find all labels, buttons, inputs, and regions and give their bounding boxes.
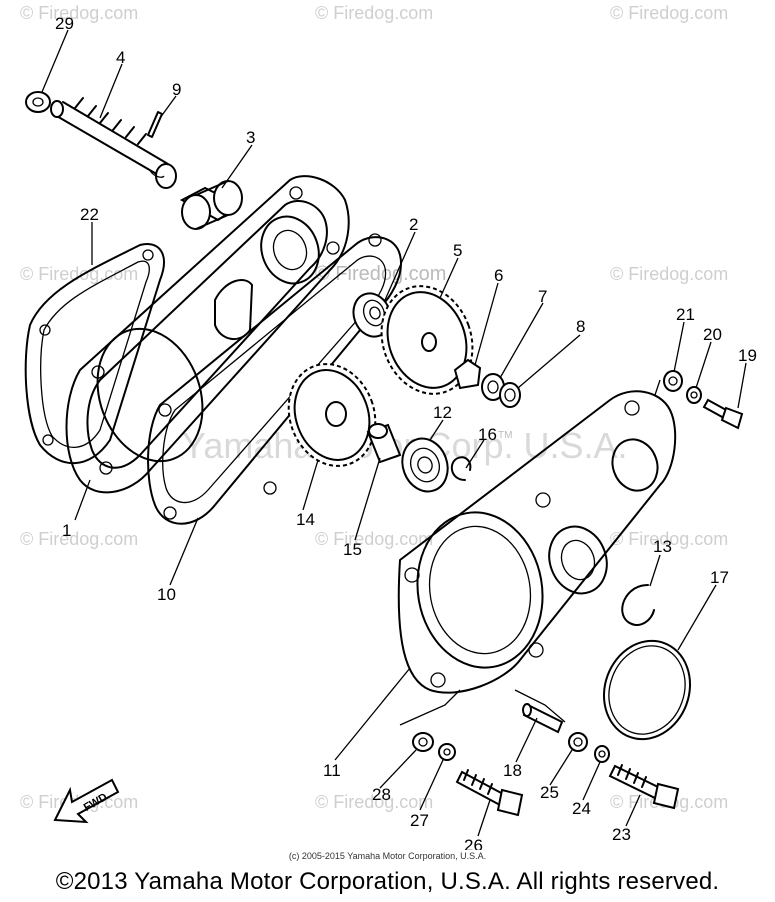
watermark-low-left: © Firedog.com xyxy=(20,529,138,549)
part-6-plate xyxy=(453,358,482,390)
callout-28: 28 xyxy=(372,785,391,804)
watermark-trademark: TM xyxy=(498,430,512,441)
watermark-top-left: © Firedog.com xyxy=(20,3,138,23)
callout-27: 27 xyxy=(410,811,429,830)
watermark-low-right: © Firedog.com xyxy=(610,529,728,549)
part-27-lockwasher xyxy=(438,743,456,761)
callout-6: 6 xyxy=(494,266,503,285)
part-18-dowel xyxy=(522,703,564,734)
callout-5: 5 xyxy=(453,241,462,260)
part-14-gear-small xyxy=(287,363,377,467)
part-25-washer xyxy=(568,732,588,752)
callout-10: 10 xyxy=(157,585,176,604)
callout-7: 7 xyxy=(538,287,547,306)
part-5-gear-large xyxy=(380,285,474,395)
leader-lines xyxy=(41,29,747,837)
callout-8: 8 xyxy=(576,317,585,336)
part-4-shaft xyxy=(50,97,177,189)
watermark-top-center: © Firedog.com xyxy=(315,3,433,23)
callout-13: 13 xyxy=(653,537,672,556)
callout-25: 25 xyxy=(540,783,559,802)
callout-16: 16 xyxy=(478,425,497,444)
fwd-arrow-icon: FWD xyxy=(53,778,120,824)
callout-20: 20 xyxy=(703,325,722,344)
callout-14: 14 xyxy=(296,510,315,529)
callout-15: 15 xyxy=(343,540,362,559)
callout-4: 4 xyxy=(116,48,125,67)
watermark-mid-right: © Firedog.com xyxy=(610,264,728,284)
part-28-washer xyxy=(412,732,434,752)
part-10-gasket xyxy=(147,233,402,525)
callout-numbers: 29 4 9 3 22 2 5 6 7 8 21 20 19 12 16 1 1… xyxy=(55,14,757,850)
callout-23: 23 xyxy=(612,825,631,844)
part-16-circlip xyxy=(450,456,472,481)
callout-22: 22 xyxy=(80,205,99,224)
small-copyright: (c) 2005-2015 Yamaha Motor Corporation, … xyxy=(288,851,487,861)
part-17-o-ring xyxy=(602,639,692,741)
callout-3: 3 xyxy=(246,128,255,147)
part-22-gasket xyxy=(24,243,165,465)
part-23-bolt xyxy=(608,764,680,810)
callout-17: 17 xyxy=(710,568,729,587)
part-19-bolt xyxy=(702,398,744,430)
callout-18: 18 xyxy=(503,761,522,780)
exploded-view: © Firedog.com © Firedog.com © Firedog.co… xyxy=(20,3,757,850)
part-3-collar xyxy=(179,180,243,230)
callout-2: 2 xyxy=(409,215,418,234)
callout-1: 1 xyxy=(62,521,71,540)
callout-29: 29 xyxy=(55,14,74,33)
watermark-top-right: © Firedog.com xyxy=(610,3,728,23)
callout-24: 24 xyxy=(572,799,591,818)
callout-19: 19 xyxy=(738,346,757,365)
part-21-washer xyxy=(663,370,683,392)
callout-11: 11 xyxy=(323,761,341,780)
callout-9: 9 xyxy=(172,80,181,99)
part-11-cover xyxy=(397,390,677,694)
part-12-bearing xyxy=(401,437,449,493)
callout-26: 26 xyxy=(464,836,483,850)
watermark-bottom-center: © Firedog.com xyxy=(315,792,433,812)
part-29-washer xyxy=(25,91,51,113)
part-15-shaft xyxy=(366,423,402,464)
watermark-mid-left: © Firedog.com xyxy=(20,264,138,284)
part-9-pin xyxy=(147,111,163,138)
callout-12: 12 xyxy=(433,403,452,422)
copyright-footer: ©2013 Yamaha Motor Corporation, U.S.A. A… xyxy=(55,868,720,895)
watermark-low-center: © Firedog.com xyxy=(315,529,433,549)
part-26-bolt xyxy=(455,769,524,817)
part-13-circlip xyxy=(621,584,655,626)
part-8-washer xyxy=(499,382,521,408)
callout-21: 21 xyxy=(676,305,695,324)
assembly-guides xyxy=(399,379,661,726)
part-24-lockwasher xyxy=(594,745,610,763)
part-20-lockwasher xyxy=(686,386,702,404)
